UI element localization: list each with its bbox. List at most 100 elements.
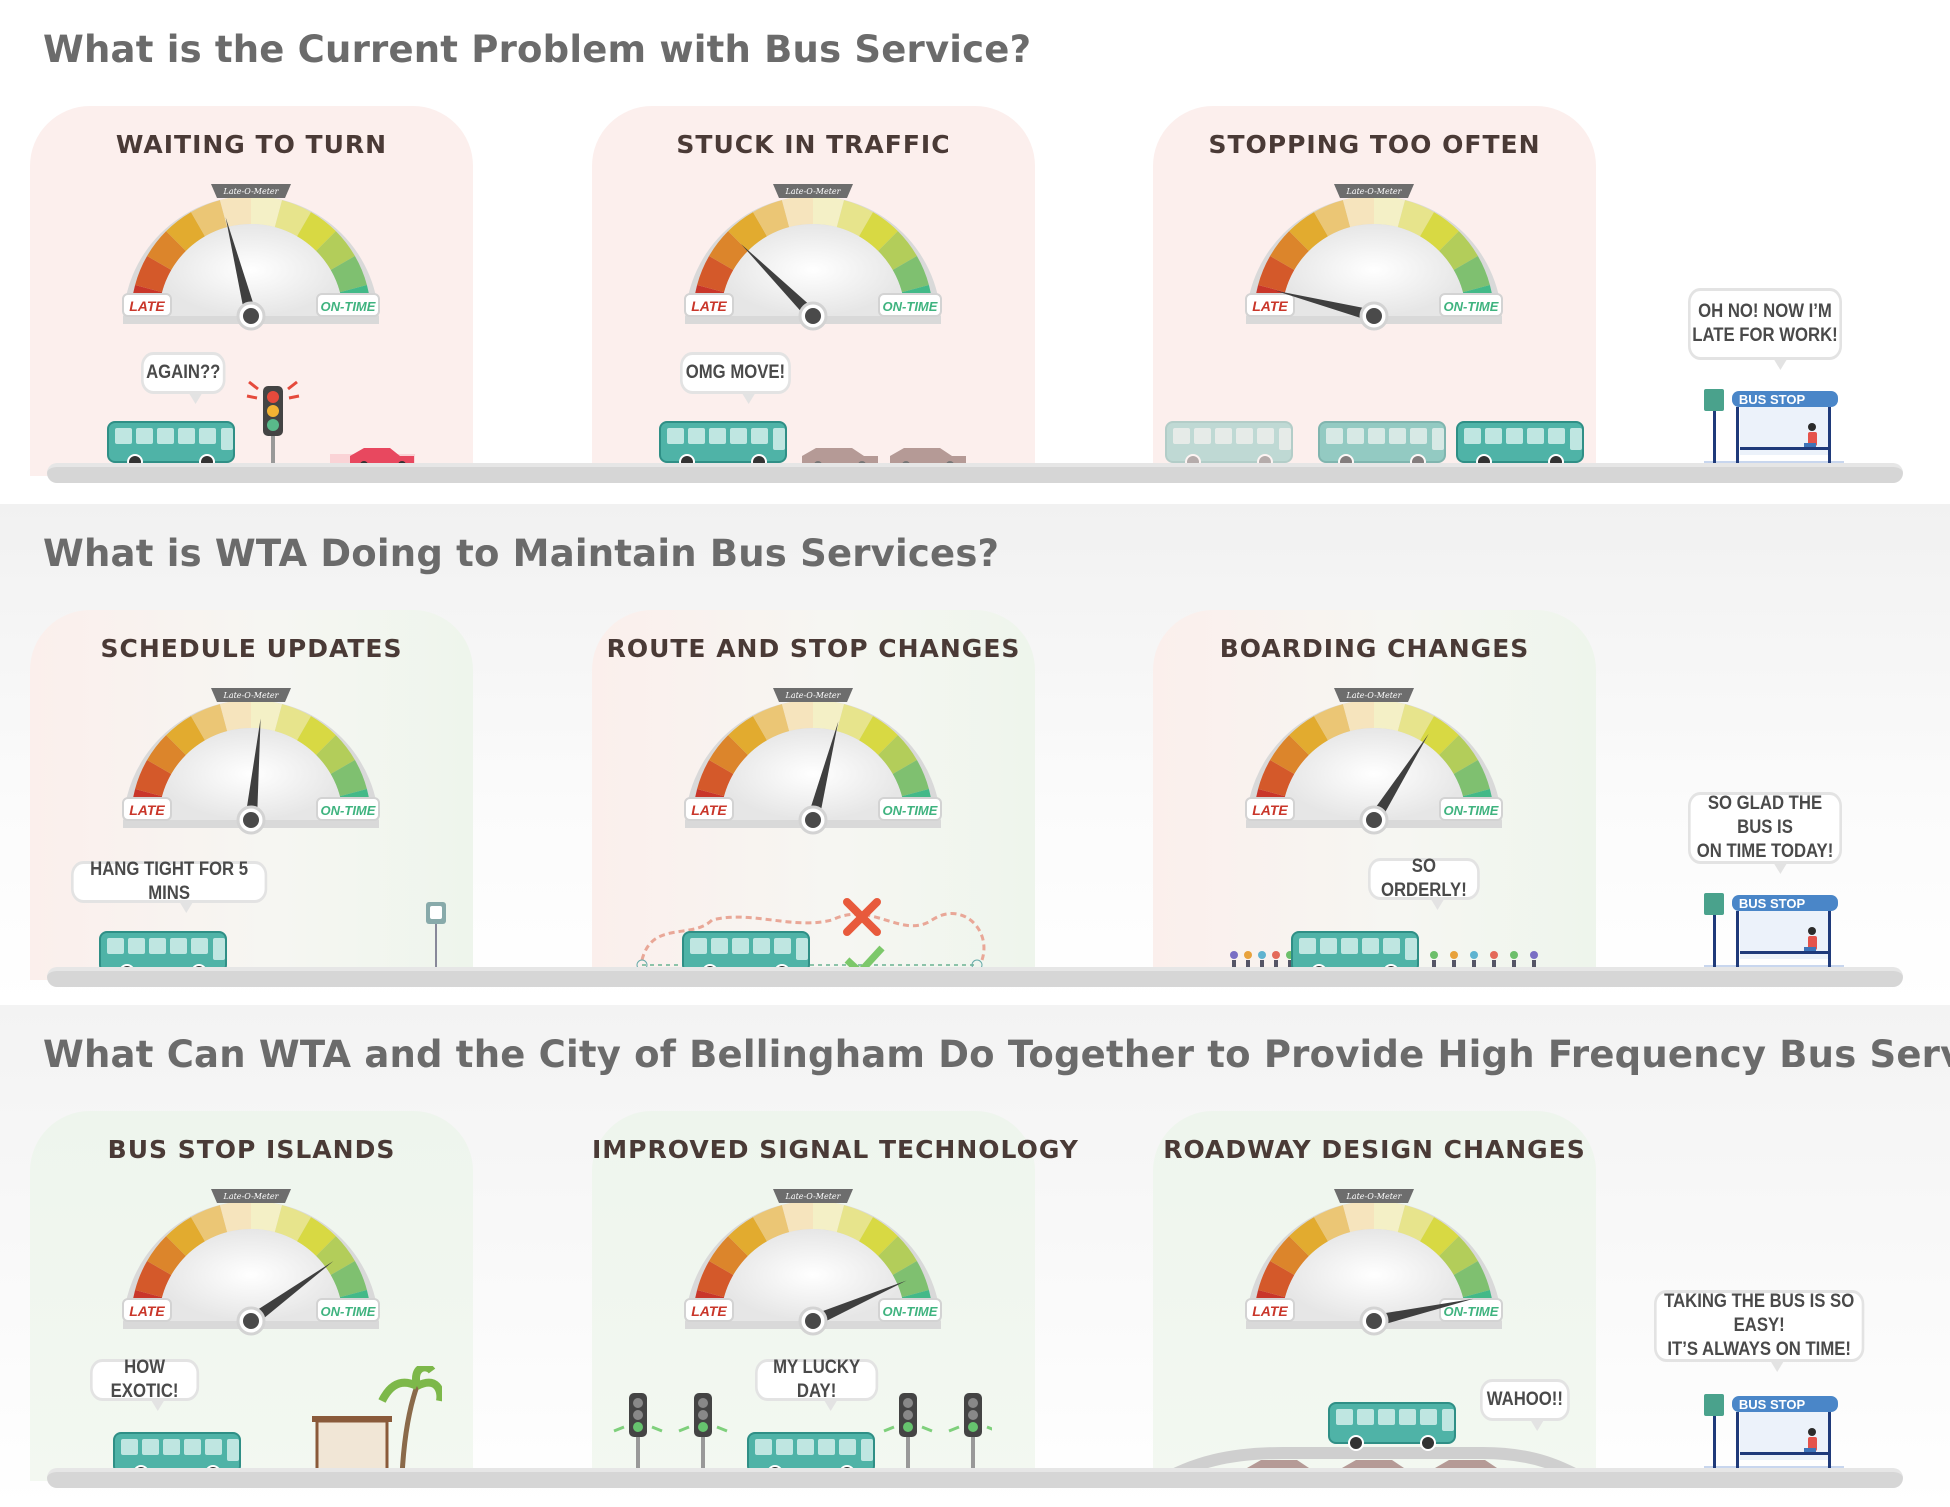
speech-bubble: SO ORDERLY!	[1368, 856, 1480, 910]
bubble-line: SO GLAD THE BUS IS	[1707, 793, 1823, 839]
bus-window	[1357, 1409, 1374, 1425]
gauge-segment	[1439, 231, 1478, 270]
gauge-segment	[1420, 716, 1459, 755]
bus-icon	[1456, 421, 1584, 470]
gauge-segment	[330, 760, 367, 797]
gauge-segment	[219, 700, 251, 732]
bus-window	[142, 1439, 159, 1455]
bus-window	[128, 938, 145, 954]
bus-window	[115, 428, 132, 444]
section-wta-and-city-together: What Can WTA and the City of Bellingham …	[0, 1005, 1950, 1507]
late-o-meter-logo-text: Late-O-Meter	[785, 187, 842, 196]
bus-wheel	[1348, 1435, 1364, 1451]
bus-windshield	[221, 428, 233, 450]
gauge-segment	[1314, 200, 1351, 237]
late-o-meter-logo-text: Late-O-Meter	[1346, 691, 1403, 700]
gauge-segment	[1439, 735, 1478, 774]
gauge-needle	[247, 1261, 334, 1326]
late-label: LATE	[1252, 298, 1288, 314]
bus-window	[1389, 428, 1406, 444]
gauge-segment	[836, 1205, 873, 1242]
gauge-segment	[135, 1261, 172, 1298]
section-wta-maintaining: What is WTA Doing to Maintain Bus Servic…	[0, 504, 1950, 1006]
gauge-segment	[781, 1201, 813, 1233]
gauge-segment	[1289, 716, 1328, 755]
bus-window	[688, 428, 705, 444]
late-o-meter-logo	[211, 1189, 291, 1203]
shelter-roof	[1732, 895, 1838, 911]
gauge-dial	[1282, 728, 1466, 820]
rider-icon	[1808, 423, 1816, 431]
bus-window	[1299, 938, 1316, 954]
gauge-segment	[836, 704, 873, 741]
gauge-segment	[251, 700, 283, 732]
panel-title: IMPROVED SIGNAL TECHNOLOGY	[592, 1135, 1079, 1164]
bus-stop-sign-icon	[1704, 389, 1724, 411]
bus-stop-label: BUS STOP	[1739, 392, 1806, 407]
bus-window	[839, 1439, 856, 1455]
on-time-tag	[878, 293, 942, 317]
bus-window	[1326, 428, 1343, 444]
late-o-meter-logo-text: Late-O-Meter	[785, 1192, 842, 1201]
gauge-segment	[1258, 1261, 1295, 1298]
gauge-segment	[1270, 735, 1309, 774]
bubble-line: LATE FOR WORK!	[1692, 325, 1838, 346]
late-o-meter-logo-text: Late-O-Meter	[223, 691, 280, 700]
gauge-segment	[878, 1236, 917, 1275]
section-title: What is WTA Doing to Maintain Bus Servic…	[43, 532, 1000, 575]
traffic-light-icon	[246, 380, 300, 471]
gauge-segment	[1374, 700, 1406, 732]
gauge-dial	[159, 728, 343, 820]
bus-window	[711, 938, 728, 954]
rider-speech-bubble: OH NO! NOW I’M LATE FOR WORK!	[1688, 288, 1842, 370]
gauge-segment	[709, 231, 748, 270]
bus-window	[1173, 428, 1190, 444]
late-label: LATE	[129, 298, 165, 314]
bus-window	[1236, 428, 1253, 444]
on-time-label: ON-TIME	[321, 1304, 376, 1319]
on-time-tag	[878, 1298, 942, 1322]
speech-bubble: OMG MOVE!	[680, 352, 791, 404]
bus-window	[1257, 428, 1274, 444]
shelter-roof	[1732, 391, 1838, 407]
bus-windshield	[1442, 1409, 1454, 1431]
bus-windshield	[796, 938, 808, 960]
bus-stop-sign-icon	[1704, 1394, 1724, 1416]
bus-window	[774, 938, 791, 954]
gauge-segment	[753, 704, 790, 741]
bus-icon-faded	[1318, 421, 1446, 470]
late-o-meter-logo-text: Late-O-Meter	[223, 187, 280, 196]
bus-window	[1215, 428, 1232, 444]
gauge-segment	[330, 1261, 367, 1298]
bus-window	[107, 938, 124, 954]
late-tag	[1245, 293, 1295, 317]
bus-window	[163, 1439, 180, 1455]
bus-stop-sign-icon	[426, 902, 446, 972]
gauge-segment	[1420, 212, 1459, 251]
bus-window	[136, 428, 153, 444]
gauge-needle	[1372, 1298, 1474, 1327]
gauge-segment	[1314, 704, 1351, 741]
on-time-label: ON-TIME	[883, 299, 938, 314]
gauge-segment	[836, 200, 873, 237]
bus-windshield	[773, 428, 785, 450]
speech-bubble: WAHOO!!	[1480, 1379, 1570, 1431]
gauge-needle	[810, 1280, 907, 1327]
bus-window	[1347, 428, 1364, 444]
road	[47, 1468, 1903, 1488]
gauge-segment	[709, 735, 748, 774]
gauge-segment	[147, 735, 186, 774]
gauge-segment	[781, 196, 813, 228]
gauge-segment	[1397, 704, 1434, 741]
gauge-segment	[859, 716, 898, 755]
bus-window	[149, 938, 166, 954]
late-o-meter-logo-text: Late-O-Meter	[785, 691, 842, 700]
late-label: LATE	[1252, 1303, 1288, 1319]
